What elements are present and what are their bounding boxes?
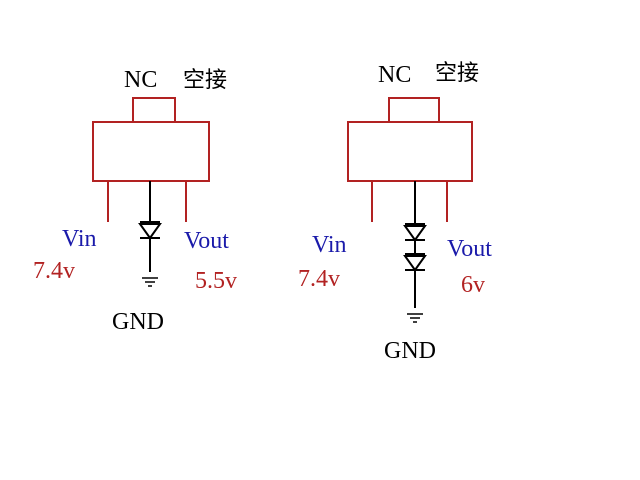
regulator-tab (132, 97, 176, 123)
nc-label: NC (124, 67, 157, 93)
regulator-tab (388, 97, 440, 123)
vin-value: 7.4v (33, 258, 75, 284)
vin-label: Vin (312, 232, 347, 258)
circuit-right: NC 空接 Vin 7.4v Vout 6v GND (298, 61, 492, 364)
gnd-label: GND (112, 309, 164, 335)
nc-note: 空接 (183, 68, 227, 93)
ground-icon (142, 277, 158, 287)
vout-label: Vout (184, 228, 229, 254)
vout-value: 5.5v (195, 268, 237, 294)
vin-value: 7.4v (298, 266, 340, 292)
vin-label: Vin (62, 226, 97, 252)
diode-icon (403, 253, 427, 272)
diode-icon (403, 223, 427, 242)
nc-label: NC (378, 62, 411, 88)
diode-icon (138, 221, 162, 240)
vout-label: Vout (447, 236, 492, 262)
regulator-body (347, 121, 473, 182)
ground-icon (407, 313, 423, 323)
nc-note: 空接 (435, 61, 479, 86)
gnd-label: GND (384, 338, 436, 364)
circuit-left: NC 空接 Vin 7.4v Vout 5.5v GND (33, 67, 237, 335)
regulator-body (92, 121, 210, 182)
vout-value: 6v (461, 272, 485, 298)
